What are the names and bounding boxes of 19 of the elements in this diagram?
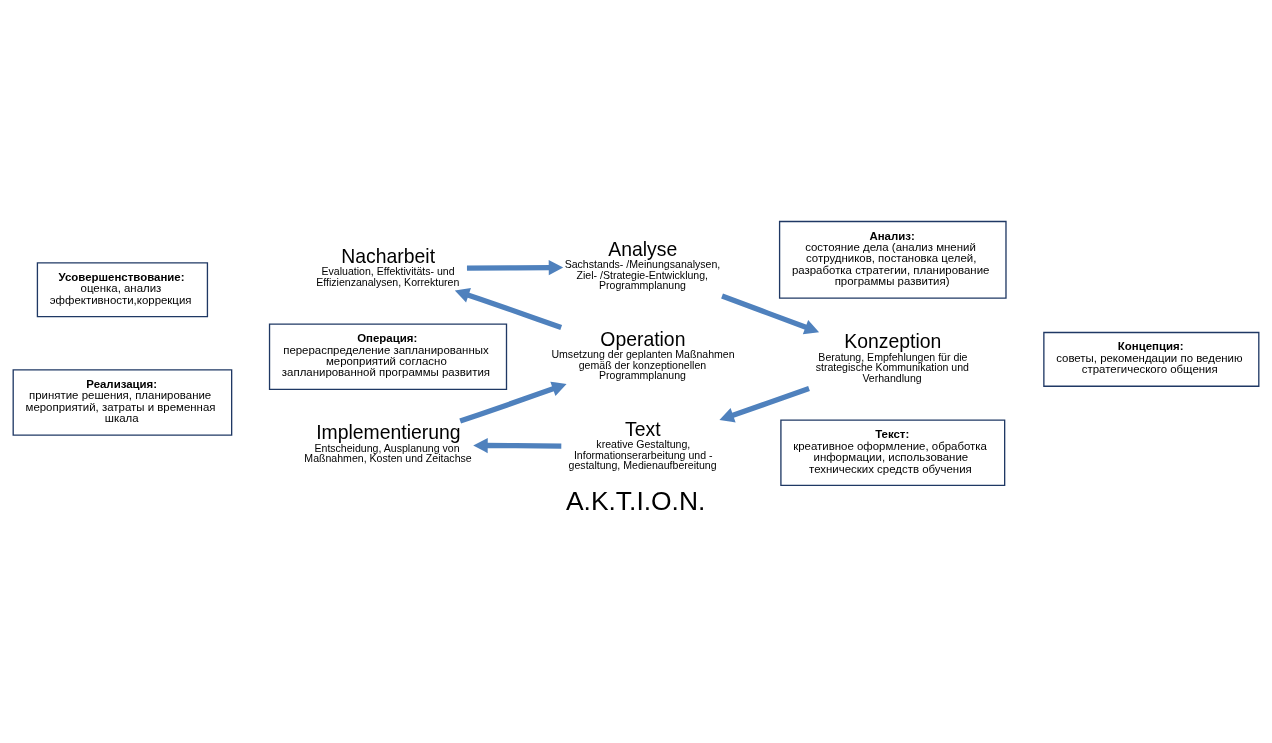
node-text: Text kreative Gestaltung, Informationserarbeitung und - gestaltung, Medienaufbereitung bbox=[568, 417, 717, 472]
arrow bbox=[459, 381, 567, 424]
node-text: Konzeption Beratung, Empfehlungen für die strategische Kommunikation und Verhandlung bbox=[815, 330, 969, 384]
arrow bbox=[719, 386, 810, 423]
arrow bbox=[454, 288, 563, 331]
arrow bbox=[466, 259, 564, 276]
node-text: Implementierung Entscheidung, Ausplanung von Maßnahmen, Kosten und Zeitachse bbox=[304, 421, 472, 465]
node-box: Усовершенствование: оценка, анализ эффективности,коррекция bbox=[36, 262, 209, 318]
arrow bbox=[721, 293, 820, 335]
node-box: Анализ: состояние дела (анализ мнений сотрудников, постановка целей, разработка стратегии, планирование программы развития) bbox=[778, 220, 1007, 299]
node-text: Operation Umsetzung der geplanten Maßnahmen gemäß der konzeptionellen Programmplanung bbox=[551, 327, 735, 382]
node-box: Концепция: советы, рекомендации по ведению стратегического общения bbox=[1043, 331, 1260, 387]
node-text: Nacharbeit Evaluation, Effektivitäts- und Effizienzanalysen, Korrekturen bbox=[316, 245, 460, 288]
node-text: Analyse Sachstands- /Meinungsanalysen, Ziel- /Strategie-Entwicklung, Programmplanung bbox=[564, 237, 721, 292]
node-box: Реализация: принятие решения, планирование мероприятий, затраты и временная шкала bbox=[12, 369, 233, 436]
node-box: Текст: креативное оформление, обработка информации, использование технических средств обучения bbox=[780, 419, 1006, 487]
node-box: Операция: перераспределение запланированных мероприятий согласно запланированной программы развития bbox=[268, 323, 508, 390]
diagram-title: A.K.T.I.O.N. bbox=[565, 486, 706, 517]
arrow bbox=[473, 437, 562, 454]
